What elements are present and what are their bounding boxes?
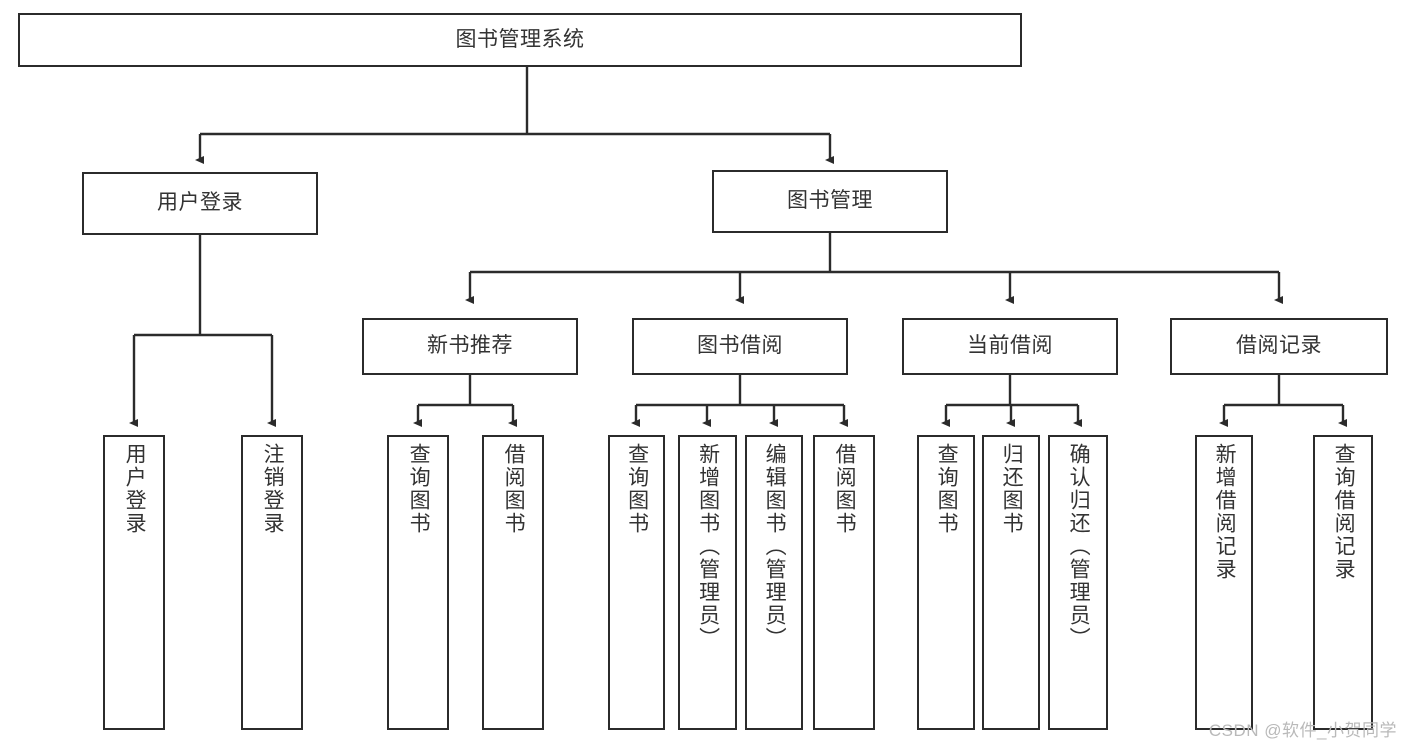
node-book-borrow-label: 图书借阅 (697, 334, 783, 358)
node-leaf-query-book-3-label: 查询图书 (935, 443, 959, 535)
node-leaf-confirm-return-label: 确认归还（管理员） (1067, 443, 1091, 650)
node-leaf-add-book-label: 新增图书（管理员） (696, 443, 720, 650)
node-leaf-query-book-2[interactable]: 查询图书 (608, 435, 665, 730)
node-root-label: 图书管理系统 (455, 27, 585, 51)
node-new-book-recommend[interactable]: 新书推荐 (362, 318, 578, 375)
node-leaf-query-book-1-label: 查询图书 (407, 443, 431, 535)
node-book-manage[interactable]: 图书管理 (712, 170, 948, 233)
node-book-manage-label: 图书管理 (787, 189, 873, 213)
node-leaf-return-book[interactable]: 归还图书 (982, 435, 1040, 730)
node-leaf-borrow-book-2-label: 借阅图书 (833, 443, 857, 535)
node-current-borrow[interactable]: 当前借阅 (902, 318, 1118, 375)
node-leaf-user-logout-label: 注销登录 (261, 443, 285, 535)
node-new-book-recommend-label: 新书推荐 (427, 334, 513, 358)
node-leaf-edit-book-label: 编辑图书（管理员） (763, 443, 787, 650)
node-leaf-add-record-label: 新增借阅记录 (1213, 443, 1237, 581)
node-current-borrow-label: 当前借阅 (967, 334, 1053, 358)
node-user-login[interactable]: 用户登录 (82, 172, 318, 235)
node-leaf-user-login[interactable]: 用户登录 (103, 435, 165, 730)
node-user-login-label: 用户登录 (157, 191, 243, 215)
csdn-watermark: CSDN @软件_小贺同学 (1208, 721, 1397, 740)
node-borrow-record-label: 借阅记录 (1236, 334, 1322, 358)
node-leaf-query-book-2-label: 查询图书 (625, 443, 649, 535)
node-leaf-query-record[interactable]: 查询借阅记录 (1313, 435, 1373, 730)
node-book-borrow[interactable]: 图书借阅 (632, 318, 848, 375)
node-leaf-query-record-label: 查询借阅记录 (1332, 443, 1356, 581)
node-leaf-query-book-1[interactable]: 查询图书 (387, 435, 449, 730)
node-borrow-record[interactable]: 借阅记录 (1170, 318, 1388, 375)
node-leaf-add-record[interactable]: 新增借阅记录 (1195, 435, 1253, 730)
node-leaf-user-login-label: 用户登录 (123, 443, 147, 535)
node-leaf-borrow-book-1[interactable]: 借阅图书 (482, 435, 544, 730)
node-leaf-user-logout[interactable]: 注销登录 (241, 435, 303, 730)
node-leaf-confirm-return[interactable]: 确认归还（管理员） (1048, 435, 1108, 730)
node-root[interactable]: 图书管理系统 (18, 13, 1022, 67)
node-leaf-edit-book[interactable]: 编辑图书（管理员） (745, 435, 803, 730)
node-leaf-borrow-book-2[interactable]: 借阅图书 (813, 435, 875, 730)
node-leaf-borrow-book-1-label: 借阅图书 (502, 443, 526, 535)
node-leaf-add-book[interactable]: 新增图书（管理员） (678, 435, 737, 730)
node-leaf-return-book-label: 归还图书 (1000, 443, 1024, 535)
node-leaf-query-book-3[interactable]: 查询图书 (917, 435, 975, 730)
